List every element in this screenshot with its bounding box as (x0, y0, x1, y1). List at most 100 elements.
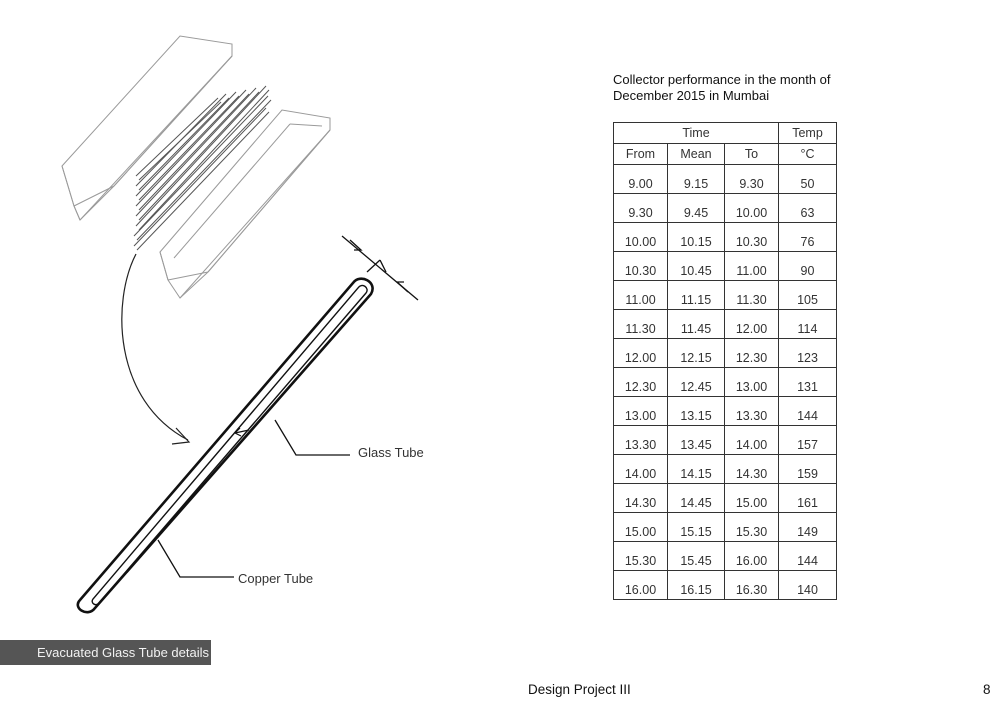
temp-cell: 50 (778, 164, 837, 194)
from-cell: 9.30 (613, 193, 668, 223)
unit-header: °C (778, 143, 837, 165)
to-cell: 12.00 (724, 309, 779, 339)
from-cell: 11.00 (613, 280, 668, 310)
to-cell: 10.00 (724, 193, 779, 223)
mean-cell: 14.45 (667, 483, 725, 513)
to-cell: 11.00 (724, 251, 779, 281)
to-cell: 12.30 (724, 338, 779, 368)
temp-cell: 144 (778, 541, 837, 571)
temp-cell: 149 (778, 512, 837, 542)
to-cell: 16.00 (724, 541, 779, 571)
glass-tube-leader (274, 419, 350, 456)
detail-curved-arrow (121, 253, 191, 445)
mean-cell: 12.45 (667, 367, 725, 397)
table-title: Collector performance in the month of De… (613, 72, 831, 103)
mean-cell: 10.45 (667, 251, 725, 281)
from-cell: 16.00 (613, 570, 668, 600)
to-cell: 13.00 (724, 367, 779, 397)
to-cell: 10.30 (724, 222, 779, 252)
from-cell: 12.00 (613, 338, 668, 368)
temp-cell: 76 (778, 222, 837, 252)
temp-header: Temp (778, 122, 837, 144)
from-cell: 11.30 (613, 309, 668, 339)
table-sub-header-row: From Mean To °C (613, 143, 837, 165)
glass-tube-label: Glass Tube (358, 445, 424, 460)
page-number: 8 (983, 682, 991, 697)
temp-cell: 140 (778, 570, 837, 600)
mean-cell: 11.45 (667, 309, 725, 339)
right-reflector-tray (159, 109, 331, 299)
from-cell: 10.00 (613, 222, 668, 252)
copper-tube-label: Copper Tube (238, 571, 314, 586)
copper-tube-leader (157, 539, 234, 578)
temp-cell: 159 (778, 454, 837, 484)
temp-cell: 123 (778, 338, 837, 368)
mean-cell: 12.15 (667, 338, 725, 368)
to-cell: 15.00 (724, 483, 779, 513)
from-cell: 12.30 (613, 367, 668, 397)
mean-cell: 15.15 (667, 512, 725, 542)
to-cell: 16.30 (724, 570, 779, 600)
mean-header: Mean (667, 143, 725, 165)
absorber-tube-bundle (133, 85, 272, 251)
left-glass-plate (61, 35, 233, 221)
from-cell: 15.30 (613, 541, 668, 571)
diameter-dimension (341, 235, 419, 301)
from-cell: 15.00 (613, 512, 668, 542)
to-header: To (724, 143, 779, 165)
temp-cell: 144 (778, 396, 837, 426)
temp-cell: 90 (778, 251, 837, 281)
mean-cell: 16.15 (667, 570, 725, 600)
to-cell: 9.30 (724, 164, 779, 194)
temp-cell: 114 (778, 309, 837, 339)
temp-cell: 63 (778, 193, 837, 223)
to-cell: 14.00 (724, 425, 779, 455)
table-group-header-row: Time Temp (613, 122, 837, 144)
glass-tube (76, 277, 374, 614)
temp-cell: 131 (778, 367, 837, 397)
mean-cell: 15.45 (667, 541, 725, 571)
from-cell: 13.00 (613, 396, 668, 426)
footer-title: Design Project III (528, 682, 631, 697)
temp-cell: 105 (778, 280, 837, 310)
from-cell: 14.00 (613, 454, 668, 484)
from-cell: 10.30 (613, 251, 668, 281)
to-cell: 11.30 (724, 280, 779, 310)
to-cell: 14.30 (724, 454, 779, 484)
mean-cell: 9.45 (667, 193, 725, 223)
temp-cell: 157 (778, 425, 837, 455)
temp-cell: 161 (778, 483, 837, 513)
figure-caption: Evacuated Glass Tube details (0, 640, 211, 665)
from-cell: 13.30 (613, 425, 668, 455)
mean-cell: 10.15 (667, 222, 725, 252)
from-header: From (613, 143, 668, 165)
mean-cell: 14.15 (667, 454, 725, 484)
from-cell: 9.00 (613, 164, 668, 194)
mean-cell: 13.15 (667, 396, 725, 426)
mean-cell: 9.15 (667, 164, 725, 194)
to-cell: 15.30 (724, 512, 779, 542)
from-cell: 14.30 (613, 483, 668, 513)
time-header: Time (613, 122, 779, 144)
mean-cell: 11.15 (667, 280, 725, 310)
mean-cell: 13.45 (667, 425, 725, 455)
to-cell: 13.30 (724, 396, 779, 426)
